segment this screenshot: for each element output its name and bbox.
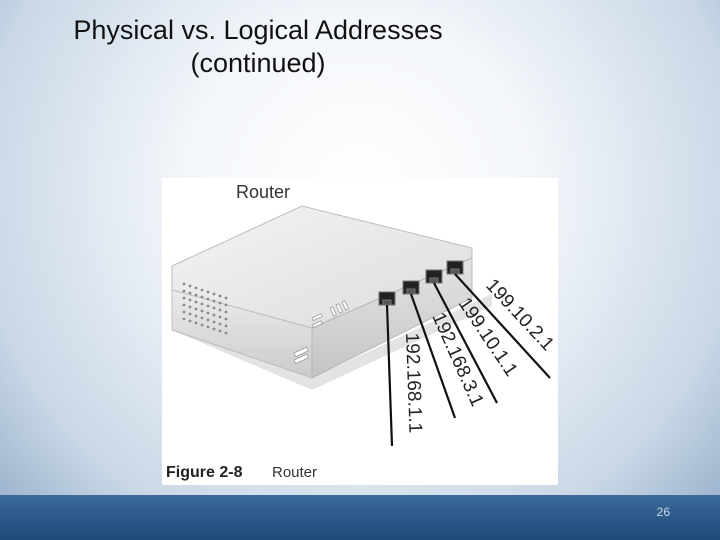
address-label-4: 192.168.1.1	[401, 332, 425, 433]
router-shadow	[172, 294, 492, 390]
caption-text: Router	[272, 464, 317, 481]
port-1	[378, 291, 396, 306]
cables	[385, 273, 551, 447]
slide-title: Physical vs. Logical Addresses (continue…	[18, 14, 498, 80]
port-4	[446, 260, 464, 275]
vent-grid	[182, 282, 228, 335]
port-2	[402, 280, 420, 295]
caption-label: Figure 2-8	[166, 464, 243, 481]
title-line-1: Physical vs. Logical Addresses	[73, 15, 443, 45]
cable-2	[409, 293, 457, 419]
page-number: 26	[656, 505, 670, 519]
status-slots	[293, 300, 350, 365]
footer-bar: 26	[0, 495, 720, 540]
title-line-2: (continued)	[190, 48, 326, 78]
router-diagram: Router	[166, 182, 558, 481]
cable-3	[433, 282, 498, 404]
port-3	[425, 269, 443, 284]
cable-4	[454, 273, 551, 379]
cable-1	[385, 304, 394, 447]
ethernet-ports	[378, 260, 464, 306]
router-device	[171, 205, 492, 390]
router-figure: Router	[162, 178, 558, 485]
figure-heading: Router	[236, 182, 290, 202]
